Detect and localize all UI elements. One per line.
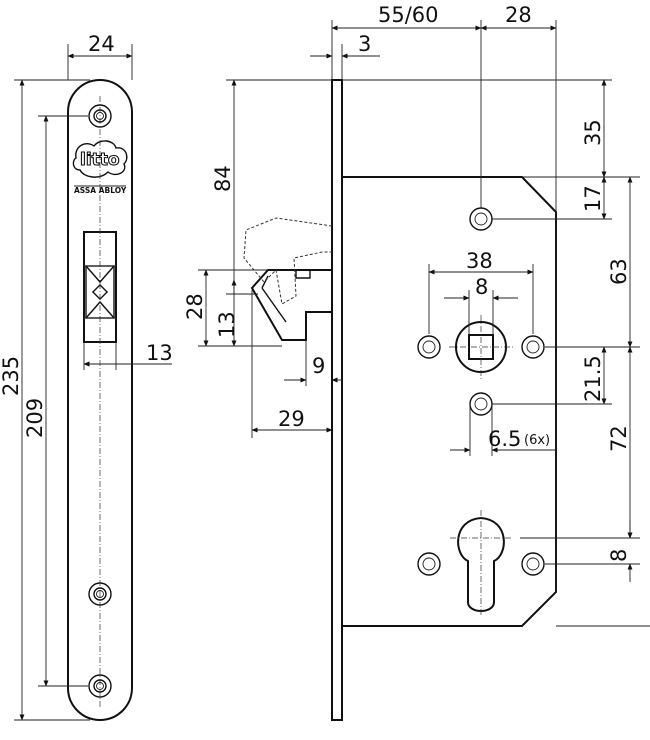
spindle-hub [449,315,513,379]
dim-17: 17 [581,185,605,212]
fixing-hole-lower-right-icon [521,552,545,576]
dim-28-latch: 28 [183,293,207,320]
dim-6-5: 6.5 [488,427,521,451]
faceplate-dimensions: 24 235 209 13 [0,32,173,721]
dim-235: 235 [0,356,23,396]
fixing-hole-middle-icon [469,392,493,416]
lock-body-side-view [243,79,650,721]
dim-209: 209 [23,398,47,438]
fixing-hole-lower-left-icon [417,552,441,576]
dim-3: 3 [358,32,371,56]
fixing-hole-right-icon [521,335,545,359]
dim-72: 72 [607,425,631,452]
dim-28-top: 28 [505,3,532,27]
dim-24: 24 [88,32,115,56]
dim-9: 9 [312,354,325,378]
faceplate-front-view: litto ASSA ABLOY [67,79,133,721]
faceplate-outline [67,79,133,721]
dim-84: 84 [211,165,235,192]
latch-retracted-outline [243,217,333,305]
fixing-hole-left-icon [417,335,441,359]
latch-dimensions: 84 28 13 9 29 [183,79,342,438]
faceplate-section [331,79,343,721]
dim-29: 29 [278,407,305,431]
dim-21-5: 21.5 [581,355,605,402]
logo-subtext: ASSA ABLOY [74,186,127,195]
vertical-dimensions-right: 35 17 63 21.5 72 8 [342,79,640,582]
dim-6x-note: (6x) [524,433,550,448]
cylinder-keyhole [450,510,512,616]
dim-8-spindle: 8 [475,275,488,299]
dim-35: 35 [581,119,605,146]
dim-63: 63 [607,258,631,285]
latch-bolt [243,217,333,341]
fixing-hole-top-icon [469,207,493,231]
dim-8-right: 8 [607,549,631,562]
dim-13-opening: 13 [146,341,173,365]
dim-13-latch: 13 [215,311,239,338]
hub-dimensions: 38 8 6.5 (6x) [428,249,556,456]
dim-55-60: 55/60 [378,3,439,27]
backset-dimensions: 55/60 28 3 [310,3,557,212]
dim-38: 38 [466,249,493,273]
